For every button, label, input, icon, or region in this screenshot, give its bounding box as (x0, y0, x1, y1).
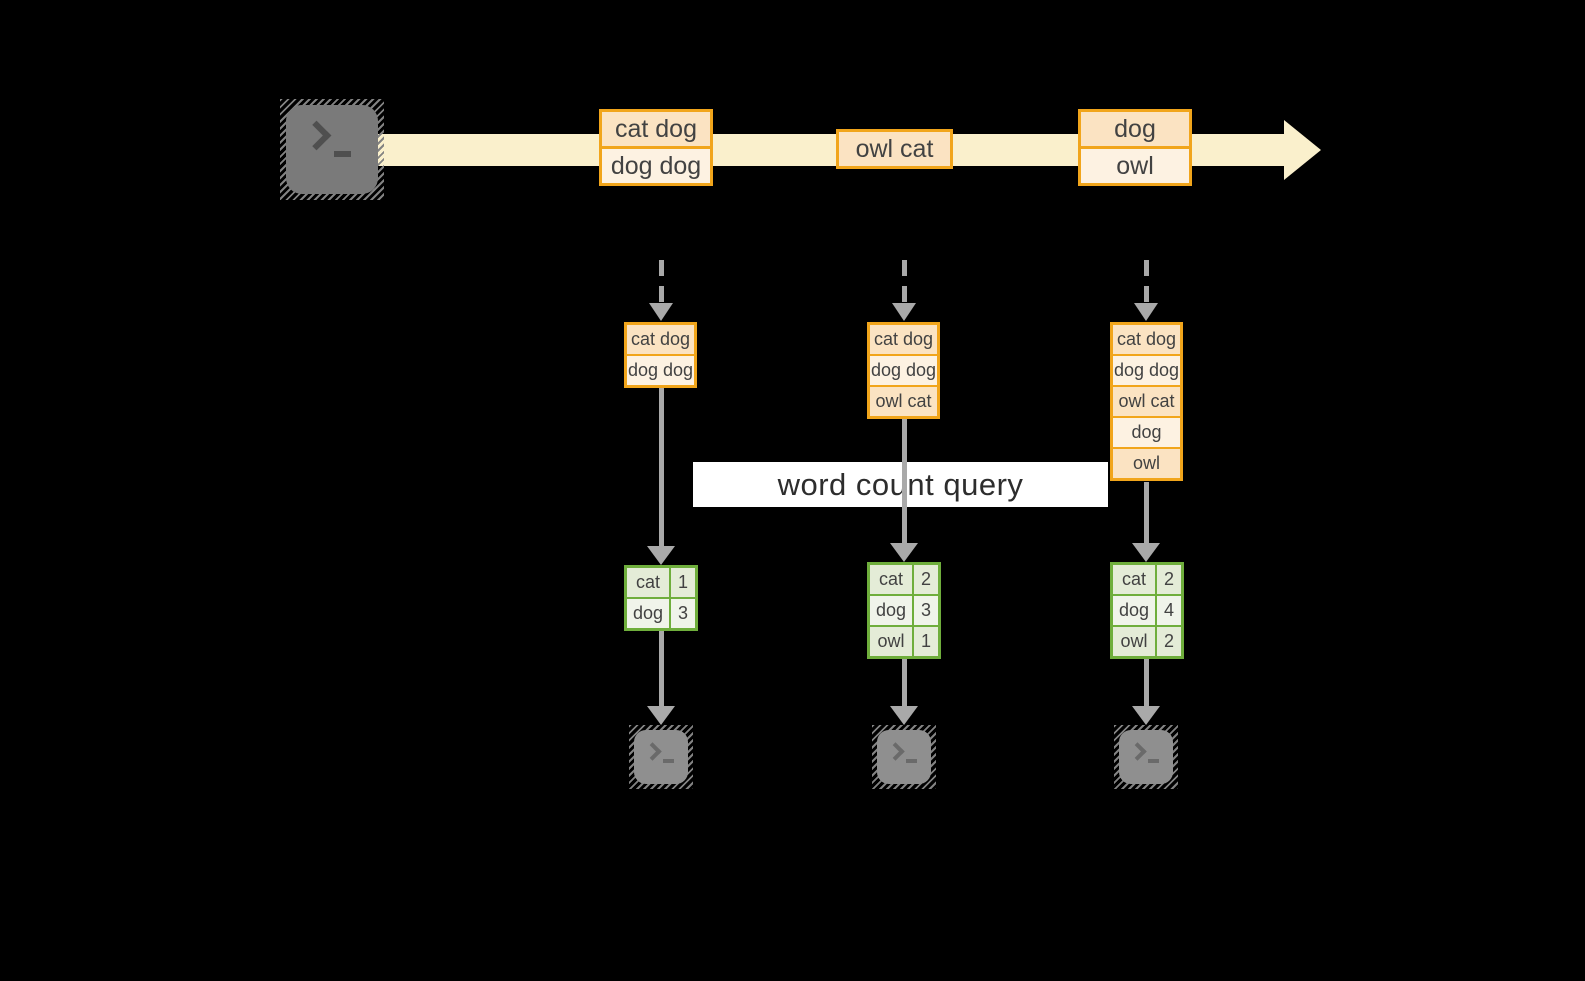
count-value-cell: 3 (669, 599, 695, 628)
stream-record: owl (1081, 146, 1189, 183)
arrow-shaft (1143, 659, 1149, 706)
buffer-record: dog (1113, 416, 1180, 447)
arrow-head-icon (1132, 543, 1160, 562)
arrow-shaft (901, 260, 907, 304)
arrow-head-icon (1134, 303, 1158, 321)
terminal-sink-icon-2 (872, 725, 936, 789)
prompt-chevron-icon (1128, 742, 1147, 761)
count-word-cell: dog (1118, 600, 1150, 620)
stream-batch-2: owl cat (836, 129, 953, 169)
count-word-cell: cat (878, 569, 903, 589)
prompt-underscore-icon (663, 759, 674, 763)
stream-record: dog dog (602, 146, 710, 183)
arrow-shaft (658, 260, 664, 304)
prompt-underscore-icon (1148, 759, 1159, 763)
prompt-underscore-icon (906, 759, 917, 763)
terminal-source-icon (280, 99, 384, 200)
count-value-cell: 2 (1155, 565, 1181, 594)
buffer-record: cat dog (1113, 325, 1180, 354)
buffer-record: cat dog (627, 325, 694, 354)
buffer-record: dog dog (627, 354, 694, 385)
arrow-head-icon (890, 543, 918, 562)
stream-timeline-arrowhead (1284, 120, 1321, 180)
arrow-shaft (901, 419, 907, 543)
buffer-record: owl (1113, 447, 1180, 478)
terminal-screen (877, 730, 931, 784)
count-value-cell: 3 (912, 596, 938, 625)
terminal-screen (1119, 730, 1173, 784)
count-row: cat 2 (1113, 565, 1181, 594)
arrow-shaft (658, 388, 664, 546)
buffer-record: dog dog (1113, 354, 1180, 385)
terminal-screen (634, 730, 688, 784)
count-row: cat 2 (870, 565, 938, 594)
arrow-head-icon (1132, 706, 1160, 725)
query-label-box: word count query (693, 462, 1108, 507)
prompt-chevron-icon (301, 120, 332, 151)
count-row: owl 1 (870, 625, 938, 656)
count-word-cell: dog (875, 600, 907, 620)
prompt-underscore-icon (334, 151, 351, 157)
buffer-record: owl cat (1113, 385, 1180, 416)
arrow-head-icon (890, 706, 918, 725)
arrow-head-icon (649, 303, 673, 321)
buffer-record: dog dog (870, 354, 937, 385)
arrow-shaft (901, 659, 907, 706)
terminal-screen (286, 105, 378, 194)
arrow-shaft (658, 631, 664, 706)
stream-record: owl cat (839, 132, 950, 166)
terminal-sink-icon-1 (629, 725, 693, 789)
terminal-sink-icon-3 (1114, 725, 1178, 789)
arrow-shaft (1143, 260, 1149, 304)
arrow-shaft (1143, 482, 1149, 543)
stream-record: cat dog (602, 112, 710, 146)
count-word-cell: owl (877, 631, 905, 651)
count-word-cell: cat (1121, 569, 1146, 589)
arrow-head-icon (647, 546, 675, 565)
count-row: owl 2 (1113, 625, 1181, 656)
count-word-cell: cat (635, 572, 660, 592)
count-word-cell: dog (632, 603, 664, 623)
arrow-head-icon (892, 303, 916, 321)
count-value-cell: 2 (1155, 627, 1181, 656)
arrow-head-icon (647, 706, 675, 725)
prompt-chevron-icon (643, 742, 662, 761)
count-row: cat 1 (627, 568, 695, 597)
count-value-cell: 4 (1155, 596, 1181, 625)
count-value-cell: 2 (912, 565, 938, 594)
count-value-cell: 1 (912, 627, 938, 656)
prompt-chevron-icon (886, 742, 905, 761)
buffer-record: cat dog (870, 325, 937, 354)
count-word-cell: owl (1120, 631, 1148, 651)
buffer-record: owl cat (870, 385, 937, 416)
count-value-cell: 1 (669, 568, 695, 597)
query-label: word count query (777, 466, 1024, 502)
stream-record: dog (1081, 112, 1189, 146)
